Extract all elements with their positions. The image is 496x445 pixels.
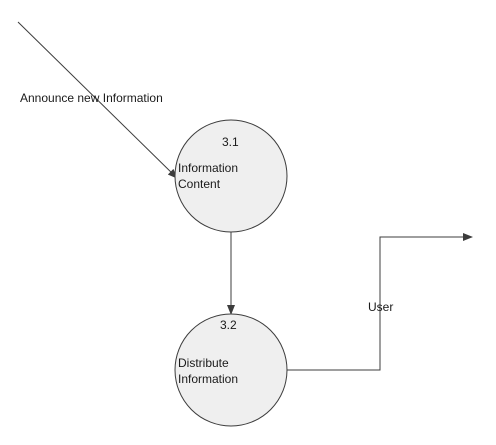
process-name-3-1-line2: Content <box>178 177 221 191</box>
process-id-3-1: 3.1 <box>222 135 239 149</box>
process-circle-3-2[interactable] <box>174 313 288 427</box>
process-circle-3-1[interactable] <box>174 119 288 233</box>
process-id-3-2: 3.2 <box>220 318 237 332</box>
flow-incoming-line <box>17 21 178 179</box>
flow-label-outgoing: User <box>368 300 394 314</box>
process-name-3-1-line1: Information <box>178 161 239 175</box>
flow-label-incoming: Announce new Information <box>20 91 163 105</box>
process-name-3-2-line1: Distribute <box>178 356 229 370</box>
process-name-3-2-line2: Information <box>178 372 239 386</box>
flow-outgoing-line <box>287 233 473 371</box>
